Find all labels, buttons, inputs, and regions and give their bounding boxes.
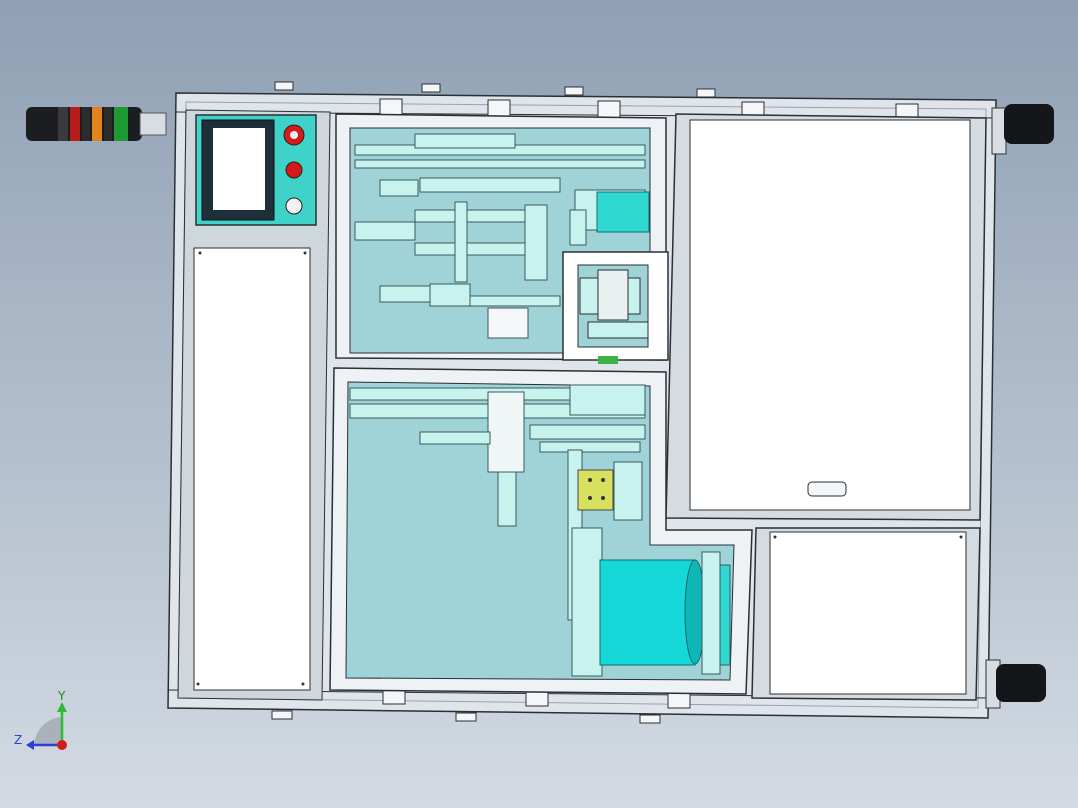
caster-wheel-icon [991,104,1054,155]
left-side-panel [193,247,311,691]
axis-z-label: Z [14,733,22,747]
axis-y-label: Y [57,689,66,703]
left-column [177,109,331,701]
signal-tower-icon [26,107,167,141]
axis-triad: Y Z [14,689,67,750]
lower-compartment [329,367,753,695]
yellow-mounting-plate [577,469,614,511]
caster-wheel-icon [985,659,1046,709]
right-lower-panel [751,527,981,701]
cylinder-motor-icon [599,551,731,675]
red-button-icon [285,161,303,179]
white-button-icon [285,197,303,215]
right-upper-panel [665,113,987,521]
motor-housing [562,251,669,364]
